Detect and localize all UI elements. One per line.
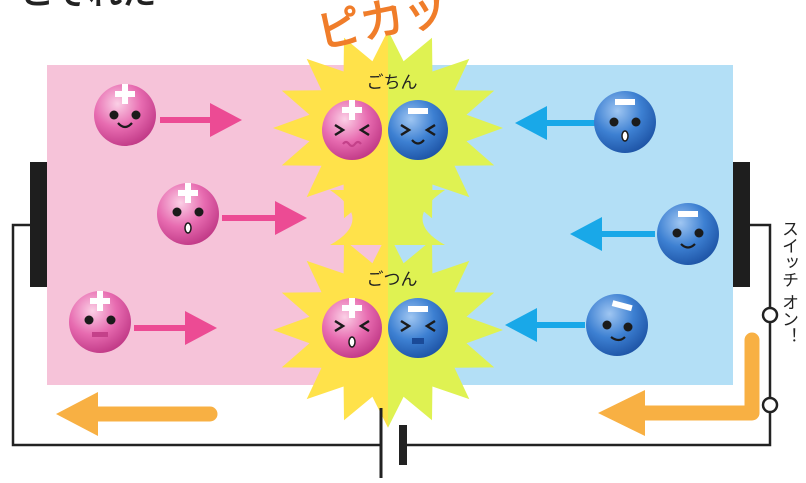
left-electrode (30, 162, 47, 287)
collision-label-bottom: ごつん (367, 270, 418, 290)
hole-arrow-3 (134, 311, 217, 345)
junction-waist-left (330, 190, 388, 245)
hole-arrow-1 (160, 103, 242, 137)
electron-particle-1: − (594, 91, 656, 153)
right-electrode (733, 162, 750, 287)
hole-particle-3 (69, 291, 131, 353)
collision-label-top: ごちん (367, 73, 418, 93)
switch-contact-top (761, 306, 779, 324)
hole-arrow-2 (222, 201, 307, 235)
junction-waist-right (388, 190, 445, 245)
switch-contact-bottom (761, 396, 779, 414)
colliding-electron-bottom (388, 298, 448, 358)
colliding-hole-bottom (322, 298, 382, 358)
electron-arrow-2 (570, 217, 655, 251)
electron-arrow-3 (505, 308, 585, 342)
switch-label: スイッチ オン！ (778, 220, 798, 344)
top-cut-text: こそれた (20, 0, 156, 13)
electron-particle-3 (586, 294, 648, 356)
hole-particle-1: + (94, 84, 156, 146)
current-arrow-left (56, 392, 218, 436)
colliding-hole-top (322, 100, 382, 160)
circuit-wire (11, 223, 772, 447)
battery-symbol (379, 408, 407, 478)
colliding-electron-top (388, 100, 448, 160)
electron-arrow-1 (515, 106, 595, 140)
current-arrow-right (598, 332, 760, 436)
switch (761, 306, 779, 414)
hole-particle-2 (157, 183, 219, 245)
electron-particle-2 (657, 203, 719, 265)
